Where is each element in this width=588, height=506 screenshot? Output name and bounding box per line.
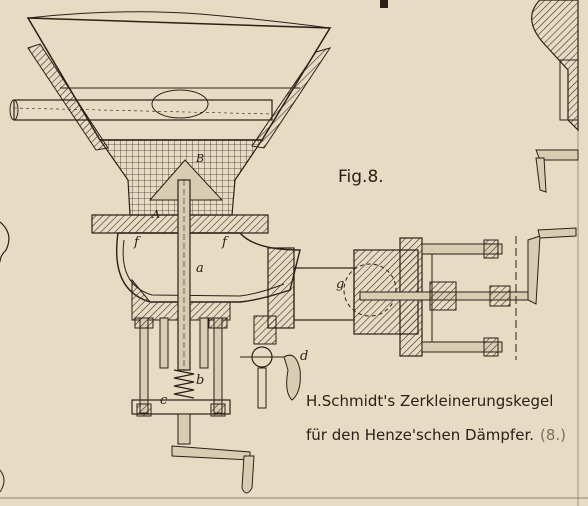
label-g: g xyxy=(336,277,344,292)
label-d: d xyxy=(300,349,308,364)
left-edge-fragment xyxy=(0,221,10,263)
tie-bolts xyxy=(134,317,228,417)
caption-line-2-text: für den Henze'schen Dämpfer. xyxy=(306,426,534,444)
valve-d xyxy=(240,315,301,409)
label-c: c xyxy=(160,393,168,408)
figure-label: Fig.8. xyxy=(338,167,384,187)
label-f-left: f xyxy=(133,235,141,250)
side-adjuster xyxy=(267,227,577,360)
label-a: a xyxy=(196,261,204,276)
caption-line-1: H.Schmidt's Zerkleinerungskegel xyxy=(306,392,553,410)
label-A: A xyxy=(151,208,160,221)
left-edge-fragment-2 xyxy=(0,469,5,493)
label-f-right: f xyxy=(221,235,229,250)
label-b: b xyxy=(196,373,204,388)
label-B: B xyxy=(195,152,204,165)
steam-pipe xyxy=(13,99,273,121)
caption-line-2: für den Henze'schen Dämpfer. (8.) xyxy=(306,426,566,444)
adjacent-figure-fragment xyxy=(380,0,579,193)
bottom-crank xyxy=(171,413,255,494)
spring-b xyxy=(173,369,195,399)
hopper-funnel xyxy=(9,11,332,151)
caption-number: (8.) xyxy=(540,426,566,444)
